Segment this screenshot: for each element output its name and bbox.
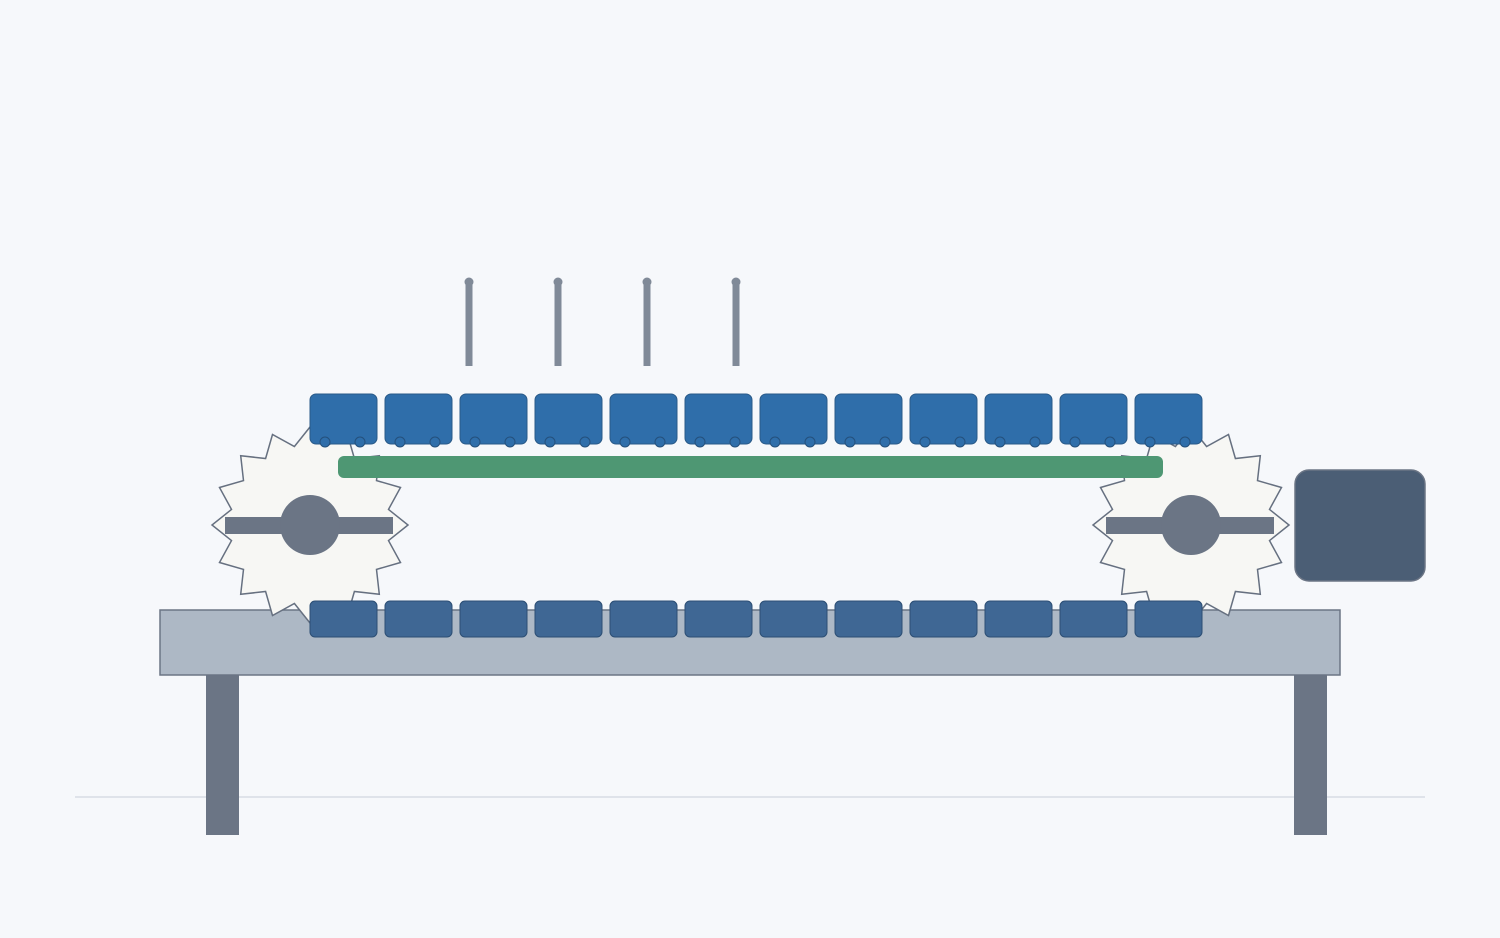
bottom-slat xyxy=(309,600,378,638)
slat-roller xyxy=(544,436,556,448)
slat-roller xyxy=(429,436,441,448)
slat-roller xyxy=(844,436,856,448)
table-leg-right xyxy=(1294,674,1327,835)
top-slat xyxy=(384,393,453,445)
vertical-pin-cap xyxy=(553,277,563,287)
top-run-slats xyxy=(309,393,1203,448)
bottom-slat xyxy=(909,600,978,638)
slat-roller xyxy=(1069,436,1081,448)
slat-roller xyxy=(319,436,331,448)
vertical-pin xyxy=(643,282,651,366)
slat-roller xyxy=(879,436,891,448)
bottom-slat xyxy=(1059,600,1128,638)
slat-roller xyxy=(729,436,741,448)
slat-roller xyxy=(804,436,816,448)
top-slat xyxy=(1134,393,1203,445)
slat-roller xyxy=(994,436,1006,448)
motor-box xyxy=(1294,469,1426,582)
slat-roller xyxy=(579,436,591,448)
bottom-slat xyxy=(534,600,603,638)
slat-roller xyxy=(769,436,781,448)
top-slat xyxy=(534,393,603,445)
top-slat xyxy=(759,393,828,445)
slat-roller xyxy=(354,436,366,448)
slat-roller xyxy=(394,436,406,448)
sprocket-hub-left xyxy=(280,495,340,555)
bottom-slat xyxy=(984,600,1053,638)
top-slat xyxy=(834,393,903,445)
slat-roller xyxy=(1029,436,1041,448)
vertical-pins xyxy=(464,277,741,366)
guide-rail xyxy=(338,456,1163,478)
slat-roller xyxy=(1179,436,1191,448)
top-slat xyxy=(909,393,978,445)
slat-roller xyxy=(919,436,931,448)
bottom-slat xyxy=(1134,600,1203,638)
vertical-pin xyxy=(732,282,740,366)
slat-roller xyxy=(1104,436,1116,448)
bottom-run-slats xyxy=(309,600,1203,638)
sprocket-hub-right xyxy=(1161,495,1221,555)
bottom-slat xyxy=(684,600,753,638)
slat-roller xyxy=(654,436,666,448)
slat-roller xyxy=(504,436,516,448)
bottom-slat xyxy=(459,600,528,638)
vertical-pin-cap xyxy=(464,277,474,287)
slat-roller xyxy=(954,436,966,448)
top-slat xyxy=(609,393,678,445)
bottom-slat xyxy=(759,600,828,638)
vertical-pin xyxy=(465,282,473,366)
slat-roller xyxy=(694,436,706,448)
table-leg-left xyxy=(206,674,239,835)
vertical-pin xyxy=(554,282,562,366)
top-slat xyxy=(1059,393,1128,445)
slat-roller xyxy=(619,436,631,448)
top-slat xyxy=(309,393,378,445)
slat-roller xyxy=(1144,436,1156,448)
top-slat xyxy=(459,393,528,445)
top-slat xyxy=(984,393,1053,445)
vertical-pin-cap xyxy=(642,277,652,287)
vertical-pin-cap xyxy=(731,277,741,287)
slat-roller xyxy=(469,436,481,448)
top-slat xyxy=(684,393,753,445)
bottom-slat xyxy=(384,600,453,638)
bottom-slat xyxy=(609,600,678,638)
bottom-slat xyxy=(834,600,903,638)
